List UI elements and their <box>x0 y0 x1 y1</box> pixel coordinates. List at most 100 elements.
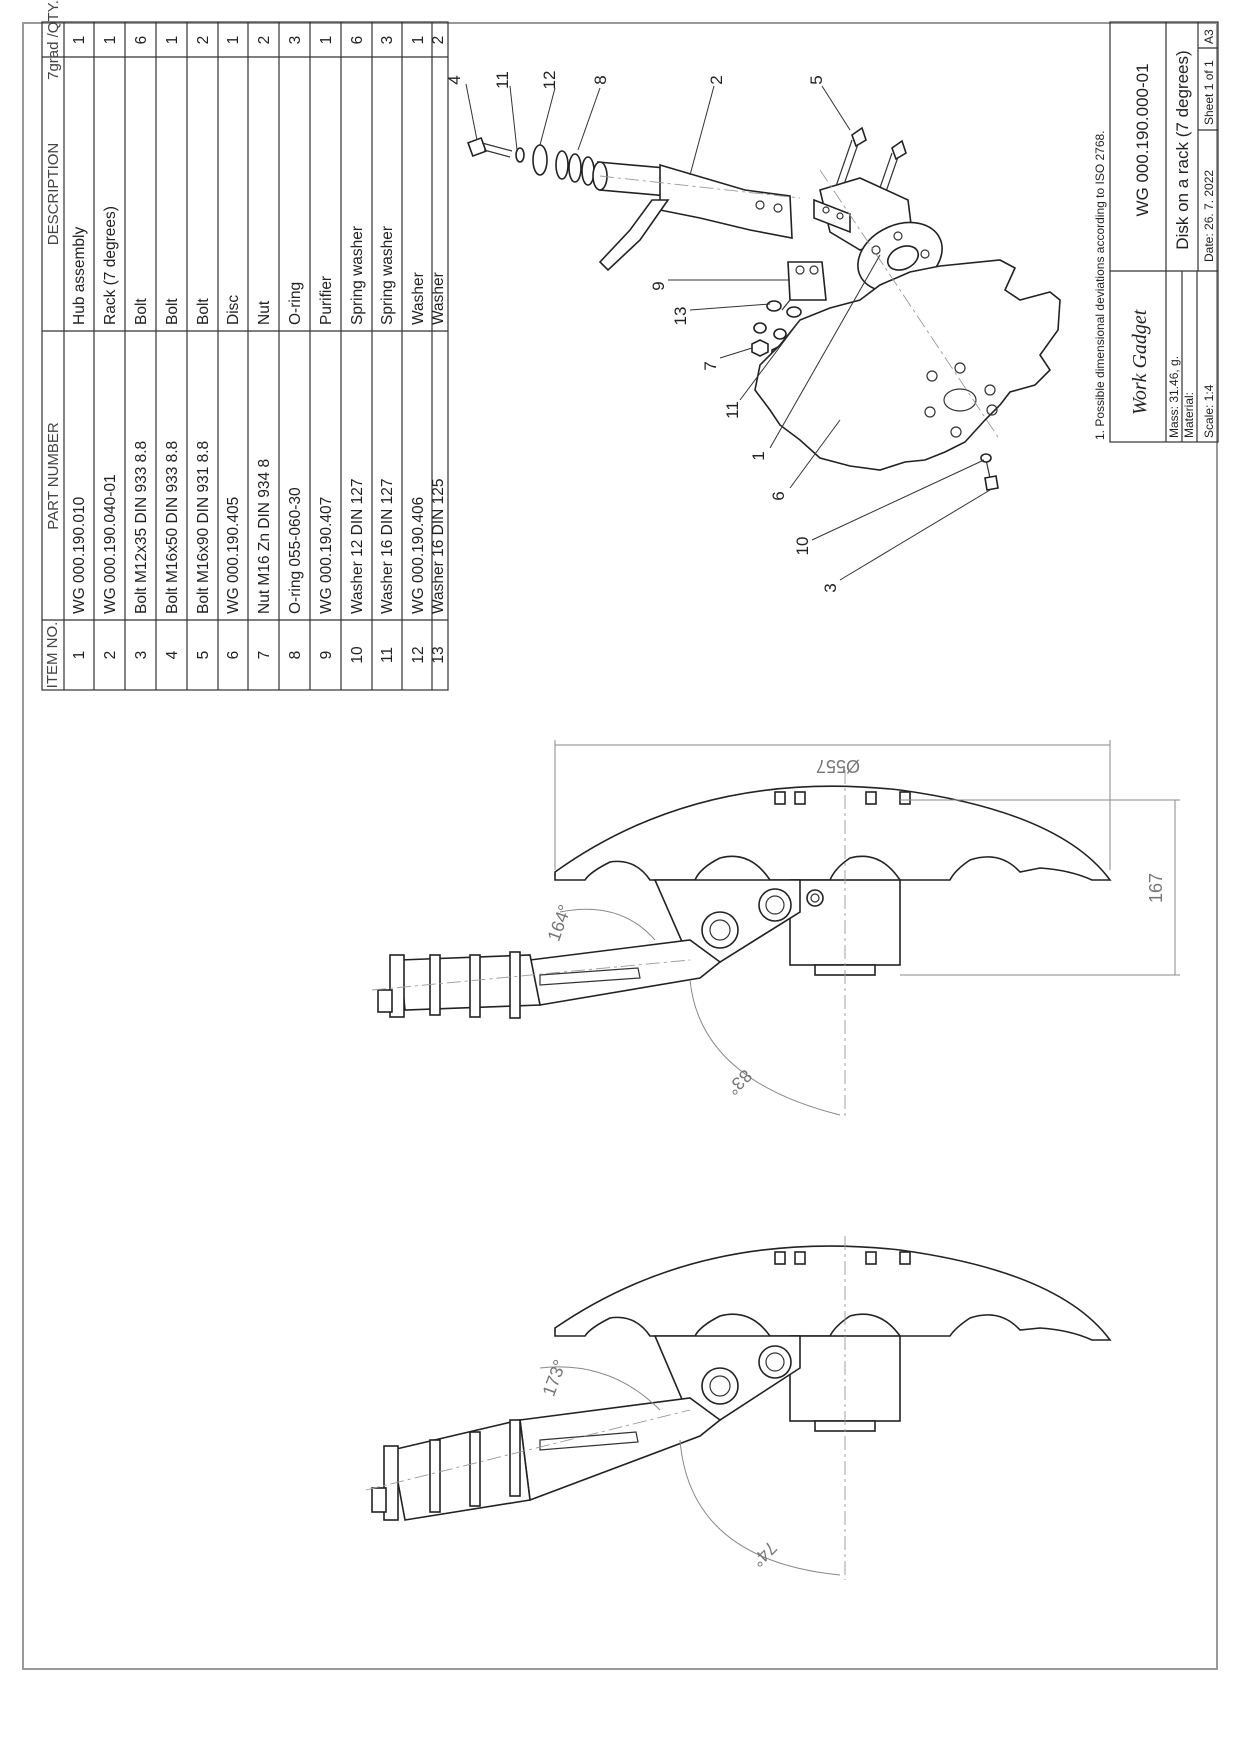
bom-qty: 1 <box>225 36 242 45</box>
balloon-12: 12 <box>540 71 559 90</box>
o-ring <box>568 153 582 183</box>
paper-size: A3 <box>1202 29 1216 44</box>
bom-part-number: Washer 12 DIN 127 <box>349 478 366 614</box>
bom-part-number: WG 000.190.010 <box>71 496 88 614</box>
spring-washer <box>753 322 767 334</box>
spring-washer <box>773 328 787 340</box>
washer-item-13 <box>786 306 802 318</box>
balloon-11b: 11 <box>723 401 742 419</box>
disc <box>754 169 1061 471</box>
bom-qty: 2 <box>195 36 212 45</box>
bolt-m16x50 <box>467 137 513 158</box>
bom-part-number: WG 000.190.040-01 <box>102 474 119 614</box>
bom-item-no: 8 <box>287 651 304 660</box>
bom-description: Washer <box>430 272 447 325</box>
company-logo: Work Gadget <box>1129 309 1151 415</box>
balloon-11: 11 <box>493 71 512 89</box>
bom-description: Bolt <box>195 298 212 325</box>
dim-height: 167 <box>1146 873 1166 903</box>
bom-header-item: ITEM NO. <box>44 622 61 689</box>
drawing-number: WG 000.190.000-01 <box>1133 63 1152 216</box>
bom-qty: 2 <box>256 36 273 45</box>
bom-item-no: 12 <box>410 646 427 663</box>
drawing-title: Disk on a rack (7 degrees) <box>1173 50 1192 249</box>
bom-part-number: Bolt M16x90 DIN 931 8.8 <box>195 441 212 614</box>
bom-description: Nut <box>256 300 273 325</box>
bom-part-number: WG 000.190.407 <box>318 497 335 614</box>
bom-qty: 1 <box>410 36 427 45</box>
bom-item-no: 4 <box>164 650 181 659</box>
bom-item-no: 11 <box>379 647 396 663</box>
drawing-sheet <box>22 22 1218 1670</box>
bom-qty: 6 <box>133 36 150 45</box>
bom-item-no: 13 <box>430 646 447 663</box>
balloon-1: 1 <box>749 451 768 460</box>
bom-qty: 3 <box>287 36 304 45</box>
bom-qty: 6 <box>349 36 366 45</box>
dim-angle-164: 164° <box>544 902 576 944</box>
bom-description: Spring washer <box>349 226 366 325</box>
bom-qty: 1 <box>164 36 181 45</box>
spring-washer <box>515 147 525 163</box>
o-ring <box>581 156 595 186</box>
tolerance-note: 1. Possible dimensional deviations accor… <box>1093 130 1107 440</box>
balloon-2: 2 <box>707 75 726 84</box>
bom-item-no: 2 <box>102 651 119 660</box>
bom-header-qty: 7grad /QTY. <box>45 0 62 80</box>
washer-item-12 <box>532 144 548 176</box>
balloon-6: 6 <box>769 491 788 500</box>
dim-angle-164-arc <box>559 908 656 941</box>
bom-qty: 2 <box>430 36 447 45</box>
balloon-7: 7 <box>701 361 720 370</box>
bolt-m12x35 <box>980 453 999 491</box>
bom-item-no: 3 <box>133 651 150 660</box>
dim-angle-173-arc <box>539 1366 661 1411</box>
date-field: Date: 26. 7. 2022 <box>1202 170 1216 262</box>
dim-diameter: Ø557 <box>816 756 860 776</box>
bom-qty: 3 <box>379 36 396 45</box>
mass-field: Mass: 31.46, g. <box>1167 356 1181 438</box>
balloon-3: 3 <box>821 583 840 592</box>
balloon-4: 4 <box>445 75 464 84</box>
bill-of-materials: ITEM NO. PART NUMBER DESCRIPTION 7grad /… <box>41 0 449 691</box>
bom-part-number: WG 000.190.405 <box>225 497 242 614</box>
balloon-5: 5 <box>807 75 826 84</box>
balloon-10: 10 <box>793 537 812 556</box>
bom-part-number: Washer 16 DIN 125 <box>430 478 447 614</box>
purifier <box>781 261 827 311</box>
dim-angle-173: 173° <box>539 1357 571 1399</box>
disc-profile <box>554 1245 1112 1341</box>
rack-part <box>592 161 801 272</box>
bom-description: O-ring <box>287 282 304 325</box>
bom-description: Rack (7 degrees) <box>102 206 119 325</box>
title-block-border <box>1109 21 1219 443</box>
bom-part-number: WG 000.190.406 <box>410 497 427 614</box>
side-view-2: 173° 74° <box>365 1236 1112 1580</box>
bom-item-no: 10 <box>349 646 366 664</box>
bom-description: Purifier <box>318 276 335 325</box>
bom-qty: 1 <box>318 36 335 45</box>
hub-assembly <box>813 177 943 293</box>
balloon-8: 8 <box>591 75 610 84</box>
bom-item-no: 9 <box>318 651 335 660</box>
bom-item-no: 7 <box>256 651 273 660</box>
nut <box>751 339 769 357</box>
rack-shaft <box>371 951 691 1019</box>
title-block: Work Gadget WG 000.190.000-01 Disk on a … <box>1109 21 1219 443</box>
bom-part-number: O-ring 055-060-30 <box>287 487 304 614</box>
dim-angle-74-arc <box>679 1439 841 1576</box>
exploded-view: 4 11 12 8 2 5 9 13 7 11 1 6 10 3 <box>445 71 1061 593</box>
bom-border <box>41 21 449 691</box>
sheet-field: Sheet 1 of 1 <box>1202 60 1216 125</box>
bom-qty: 1 <box>102 36 119 45</box>
bom-item-no: 5 <box>195 651 212 660</box>
bom-description: Hub assembly <box>71 227 88 325</box>
balloon-13: 13 <box>671 307 690 326</box>
bom-item-no: 1 <box>71 651 88 660</box>
bom-description: Spring washer <box>379 226 396 325</box>
bom-description: Bolt <box>164 298 181 325</box>
bom-qty: 1 <box>71 36 88 45</box>
bom-header-part-number: PART NUMBER <box>45 422 62 530</box>
dim-angle-83: 83° <box>723 1066 756 1099</box>
